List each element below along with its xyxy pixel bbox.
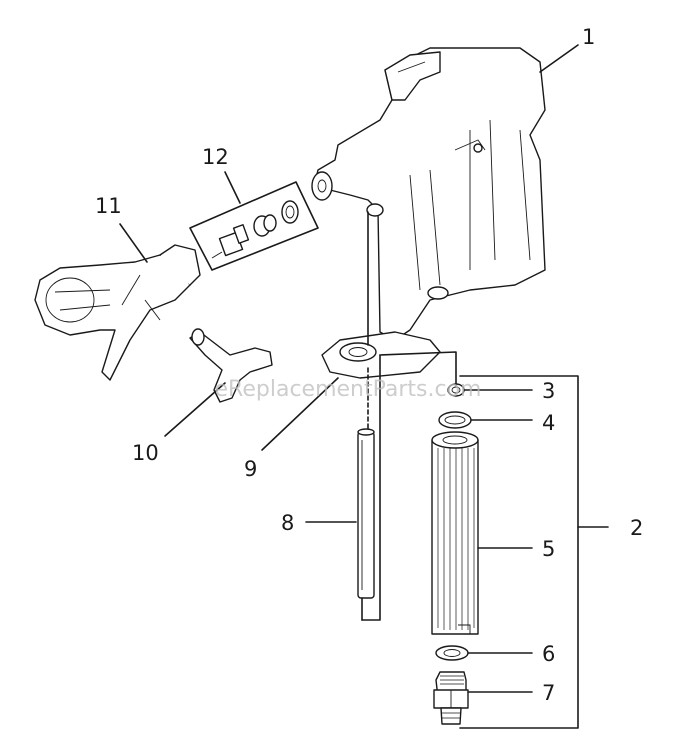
callout-12: 12 xyxy=(202,145,229,169)
callout-6: 6 xyxy=(542,642,555,666)
o-ring-part xyxy=(438,411,472,429)
callout-10: 10 xyxy=(132,441,159,465)
callout-labels: 1 12 11 3 4 10 9 8 2 5 6 7 xyxy=(95,25,643,705)
leader-lines xyxy=(119,44,609,729)
callout-9: 9 xyxy=(244,457,257,481)
tip-assembly-part xyxy=(211,200,299,259)
fitting-part xyxy=(433,671,469,725)
callout-3: 3 xyxy=(542,379,555,403)
callout-1: 1 xyxy=(582,25,595,49)
reversible-tip-part xyxy=(189,328,273,403)
watermark: eReplacementParts.com xyxy=(215,377,482,402)
callout-7: 7 xyxy=(542,681,555,705)
rod-part xyxy=(357,428,375,599)
callout-2: 2 xyxy=(630,516,643,540)
gun-body-part xyxy=(311,47,546,341)
tip-guard-part xyxy=(34,244,201,381)
filter-part xyxy=(431,431,479,635)
callout-5: 5 xyxy=(542,537,555,561)
callout-4: 4 xyxy=(542,411,555,435)
washer-part xyxy=(435,645,469,661)
callout-11: 11 xyxy=(95,194,122,218)
callout-8: 8 xyxy=(281,511,294,535)
